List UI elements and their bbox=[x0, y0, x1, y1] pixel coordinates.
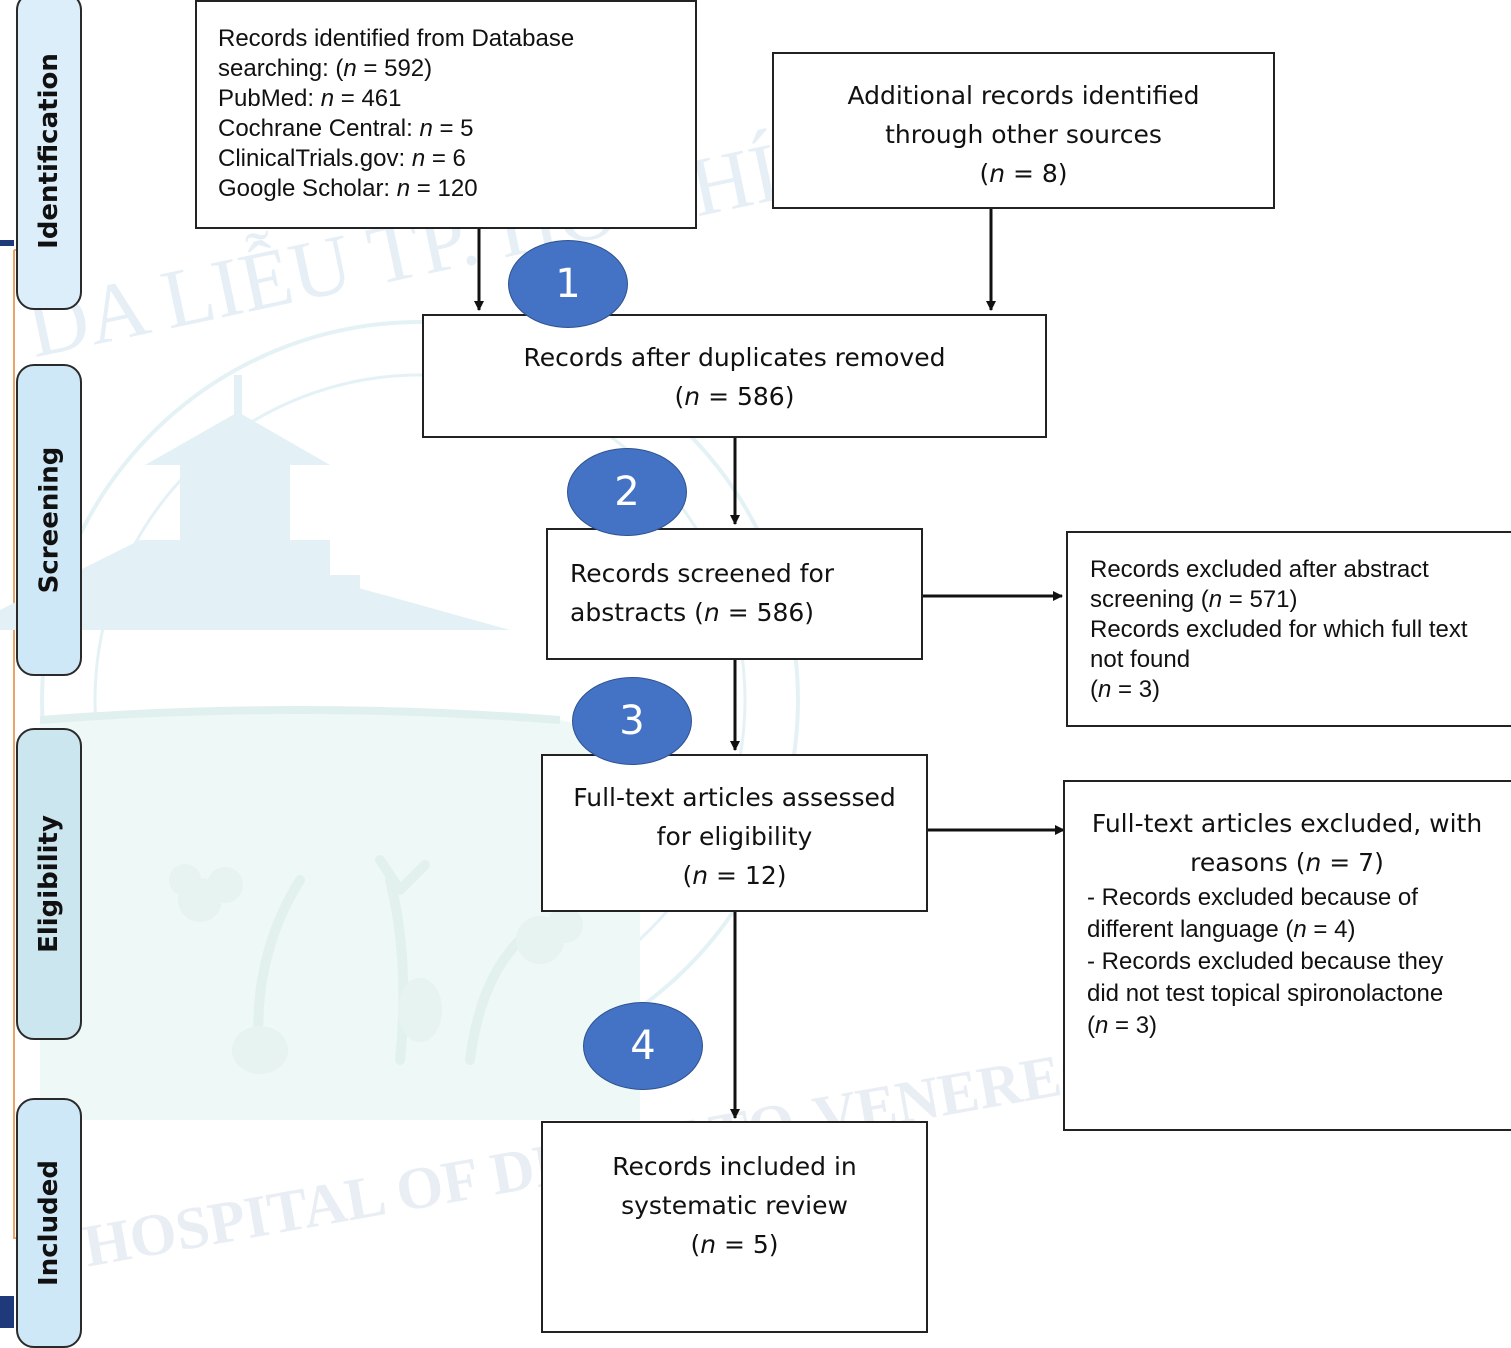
box-excluded-abstract: Records excluded after abstract screenin… bbox=[1066, 531, 1511, 727]
pagoda-silhouette bbox=[0, 375, 510, 630]
excl-abs-line-2: screening (n = 571) bbox=[1090, 586, 1298, 613]
excl-ft-line-5: - Records excluded because they bbox=[1087, 948, 1444, 975]
db-line-scholar: Google Scholar: n = 120 bbox=[218, 175, 478, 202]
excl-abs-line-1: Records excluded after abstract bbox=[1090, 556, 1429, 583]
excl-abs-line-4: not found bbox=[1090, 646, 1191, 673]
screened-line-1: Records screened for bbox=[570, 559, 835, 588]
included-line-3: (n = 5) bbox=[690, 1230, 779, 1259]
flower-motifs bbox=[169, 864, 583, 1074]
excl-ft-line-7: (n = 3) bbox=[1087, 1012, 1158, 1039]
box-excluded-fulltext: Full-text articles excluded, with reason… bbox=[1063, 780, 1511, 1131]
additional-line-1: Additional records identified bbox=[847, 81, 1200, 110]
phase-identification: Identification bbox=[16, 0, 82, 310]
excl-abs-line-5: (n = 3) bbox=[1090, 676, 1161, 703]
phase-screening: Screening bbox=[16, 364, 82, 676]
navy-accent-bottom bbox=[0, 1296, 14, 1328]
included-line-2: systematic review bbox=[621, 1191, 848, 1220]
db-line-clinicaltrials: ClinicalTrials.gov: n = 6 bbox=[218, 145, 466, 172]
box-fulltext-assessed: Full-text articles assessed for eligibil… bbox=[541, 754, 928, 912]
box-records-screened: Records screened for abstracts (n = 586) bbox=[546, 528, 923, 660]
additional-line-3: (n = 8) bbox=[979, 159, 1068, 188]
fulltext-line-3: (n = 12) bbox=[682, 861, 787, 890]
excl-ft-line-3: - Records excluded because of bbox=[1087, 884, 1418, 911]
landscape-band bbox=[40, 710, 640, 1120]
fulltext-line-1: Full-text articles assessed bbox=[573, 783, 896, 812]
duplicates-line-1: Records after duplicates removed bbox=[523, 343, 946, 372]
box-additional-records: Additional records identified through ot… bbox=[772, 52, 1275, 209]
excl-ft-line-1: Full-text articles excluded, with bbox=[1091, 809, 1483, 838]
box-database-records: Records identified from Database searchi… bbox=[195, 0, 697, 229]
excl-ft-line-2: reasons (n = 7) bbox=[1190, 848, 1384, 877]
excl-ft-line-6: did not test topical spironolactone bbox=[1087, 980, 1444, 1007]
step-badge-3: 3 bbox=[572, 677, 692, 765]
excl-abs-line-3: Records excluded for which full text bbox=[1090, 616, 1468, 643]
box-duplicates-removed: Records after duplicates removed (n = 58… bbox=[422, 314, 1047, 438]
landscape-line bbox=[39, 706, 561, 724]
db-line-pubmed: PubMed: n = 461 bbox=[218, 85, 402, 112]
db-line-cochrane: Cochrane Central: n = 5 bbox=[218, 115, 474, 142]
duplicates-line-2: (n = 586) bbox=[674, 382, 795, 411]
box-records-included: Records included in systematic review (n… bbox=[541, 1121, 928, 1333]
screened-line-2: abstracts (n = 586) bbox=[570, 598, 815, 627]
step-badge-2: 2 bbox=[567, 448, 687, 536]
db-line-1: Records identified from Database bbox=[218, 25, 575, 52]
step-badge-4: 4 bbox=[583, 1002, 703, 1090]
additional-line-2: through other sources bbox=[885, 120, 1162, 149]
step-badge-1: 1 bbox=[508, 240, 628, 328]
phase-eligibility: Eligibility bbox=[16, 728, 82, 1040]
db-line-2: searching: (n = 592) bbox=[218, 55, 433, 82]
fulltext-line-2: for eligibility bbox=[656, 822, 813, 851]
included-line-1: Records included in bbox=[612, 1152, 857, 1181]
excl-ft-line-4: different language (n = 4) bbox=[1087, 916, 1356, 943]
navy-accent-top bbox=[0, 240, 14, 246]
